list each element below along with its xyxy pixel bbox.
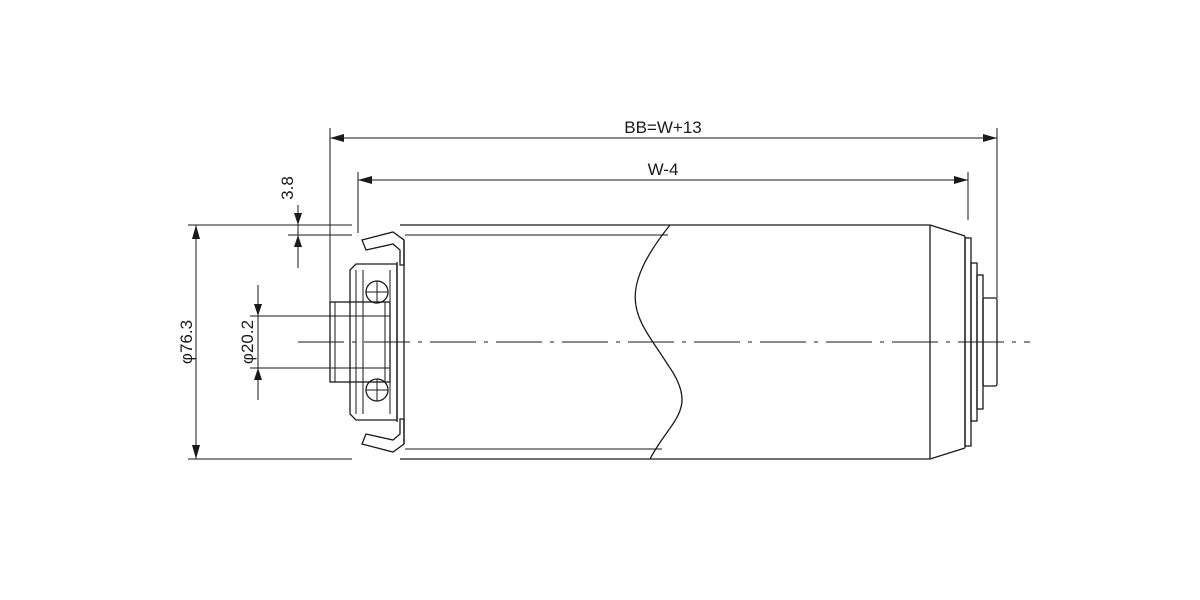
roller-tube <box>400 224 998 460</box>
dim-flange-offset <box>288 205 352 268</box>
dim-tube-diameter-label: φ76.3 <box>177 320 196 364</box>
bearing-housing <box>329 231 405 453</box>
dim-overall-length <box>329 128 998 302</box>
dim-tube-length-label: W-4 <box>648 160 679 179</box>
dim-shaft-diameter-label: φ20.2 <box>238 320 257 364</box>
dim-flange-offset-label: 3.8 <box>278 176 297 200</box>
dim-tube-length <box>357 172 969 233</box>
dim-shaft-diameter <box>250 285 330 400</box>
dim-tube-diameter <box>188 224 352 460</box>
shaft <box>329 301 391 383</box>
dim-overall-length-label: BB=W+13 <box>624 118 702 137</box>
break-line <box>634 224 683 460</box>
